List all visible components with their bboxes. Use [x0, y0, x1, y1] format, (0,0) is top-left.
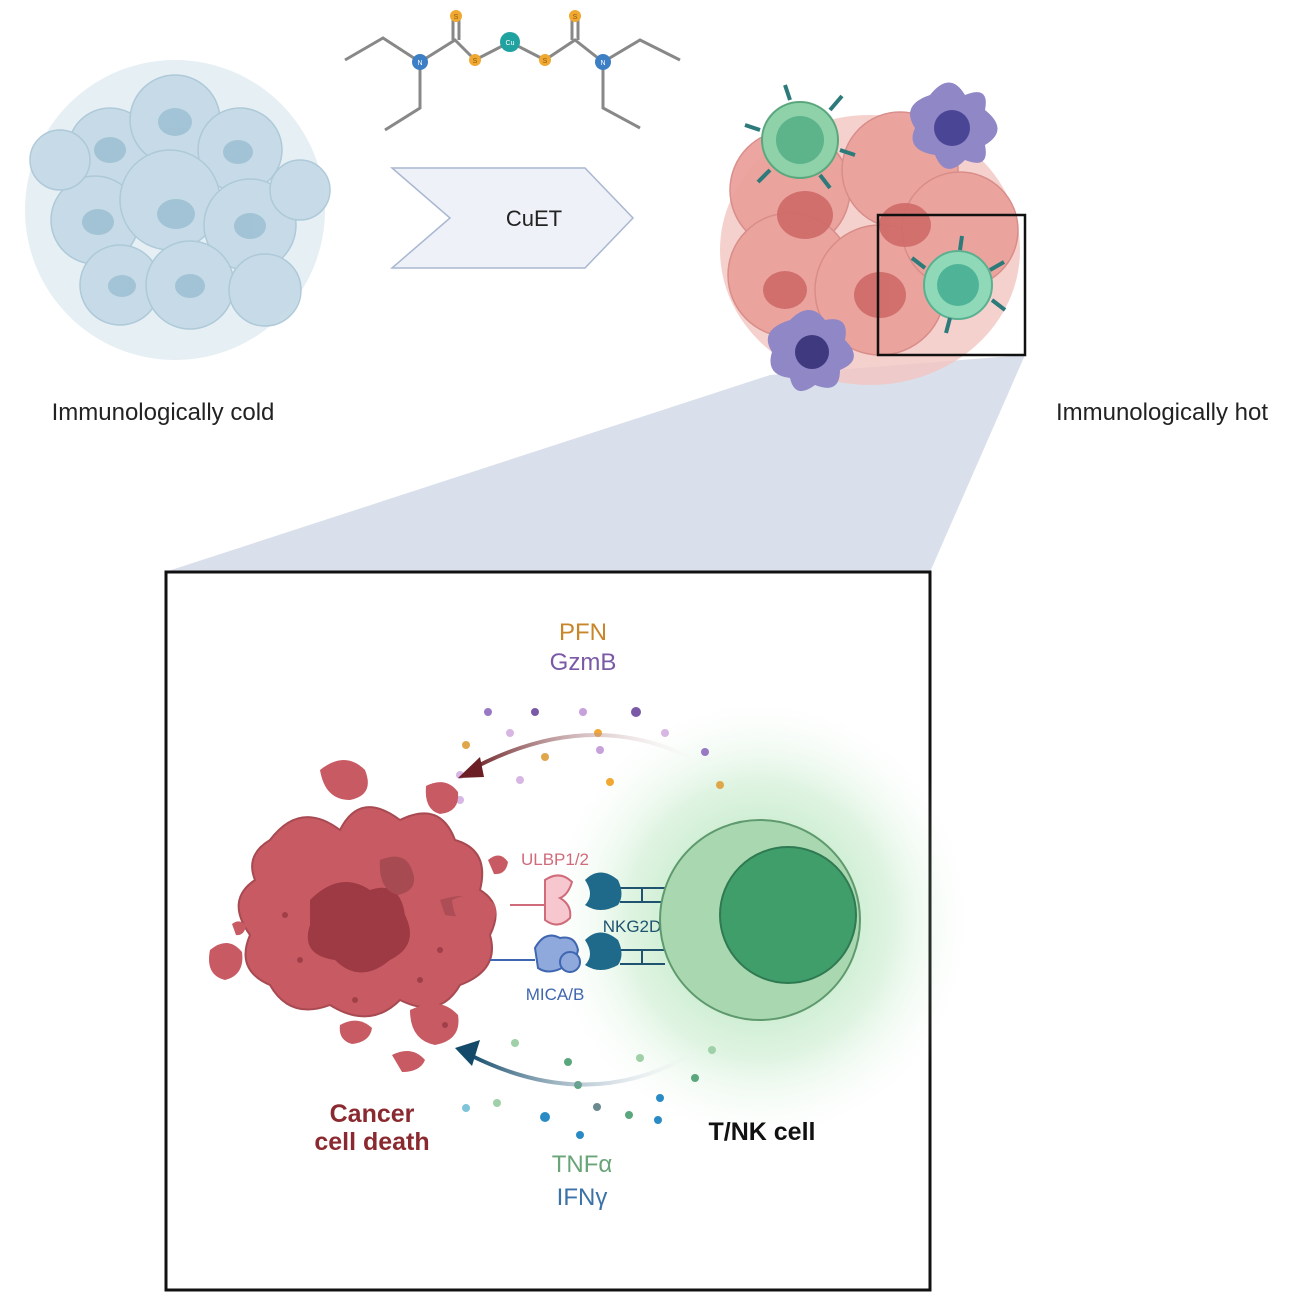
sulfur-atom [569, 10, 581, 22]
treatment-label: CuET [506, 206, 562, 231]
nkg2d-receptor [585, 872, 665, 970]
cancer-label-line1: Cancer [330, 1100, 415, 1128]
molecule-atoms [412, 10, 611, 70]
sulfur-atom [539, 54, 551, 66]
atom-label-s: S [473, 58, 478, 65]
t-cell-inset [910, 235, 1007, 334]
sulfur-atom [469, 54, 481, 66]
atom-label-s: S [543, 58, 548, 65]
effector-label: T/NK cell [709, 1118, 816, 1146]
atom-label-n: N [417, 60, 422, 67]
atom-label-s: S [454, 14, 459, 21]
ifn-label: IFNγ [557, 1184, 608, 1211]
inset-box [876, 213, 1027, 357]
label-hot: Immunologically hot [1056, 399, 1268, 426]
atom-label-n: N [600, 60, 605, 67]
pfn-label: PFN [559, 619, 607, 646]
nitrogen-atom-left [412, 54, 428, 70]
cytokine-arrow [469, 1040, 712, 1087]
cytotoxic-arrowhead [458, 757, 484, 778]
cuet-molecule [344, 18, 681, 132]
mica-ligand [490, 934, 581, 973]
atom-label-s: S [573, 14, 578, 21]
atom-label-cu: Cu [506, 40, 515, 47]
dendritic-cell-top [910, 82, 998, 169]
dying-cancer-cell [209, 760, 508, 1072]
copper-atom [500, 32, 520, 52]
label-cold: Immunologically cold [52, 399, 275, 426]
cytotoxic-arrow [469, 733, 714, 772]
ulbp-label: ULBP1/2 [521, 850, 589, 869]
hot-tumor [720, 82, 1027, 392]
effector-cell [659, 819, 861, 1021]
cancer-label-line2: cell death [314, 1128, 429, 1156]
zoom-funnel [165, 355, 1025, 572]
tnf-label: TNFα [552, 1151, 613, 1178]
treatment-arrow [389, 167, 635, 269]
dendritic-cell-bottom [767, 310, 854, 392]
nitrogen-atom-right [595, 54, 611, 70]
t-cell-top [744, 84, 856, 190]
cytokine-arrowhead [455, 1040, 480, 1066]
gzmb-label: GzmB [550, 649, 617, 676]
ulbp-ligand [510, 874, 574, 926]
sulfur-atom [450, 10, 462, 22]
cold-tumor [25, 60, 331, 360]
mica-label: MICA/B [526, 985, 585, 1004]
nkg2d-label: NKG2D [603, 917, 662, 936]
